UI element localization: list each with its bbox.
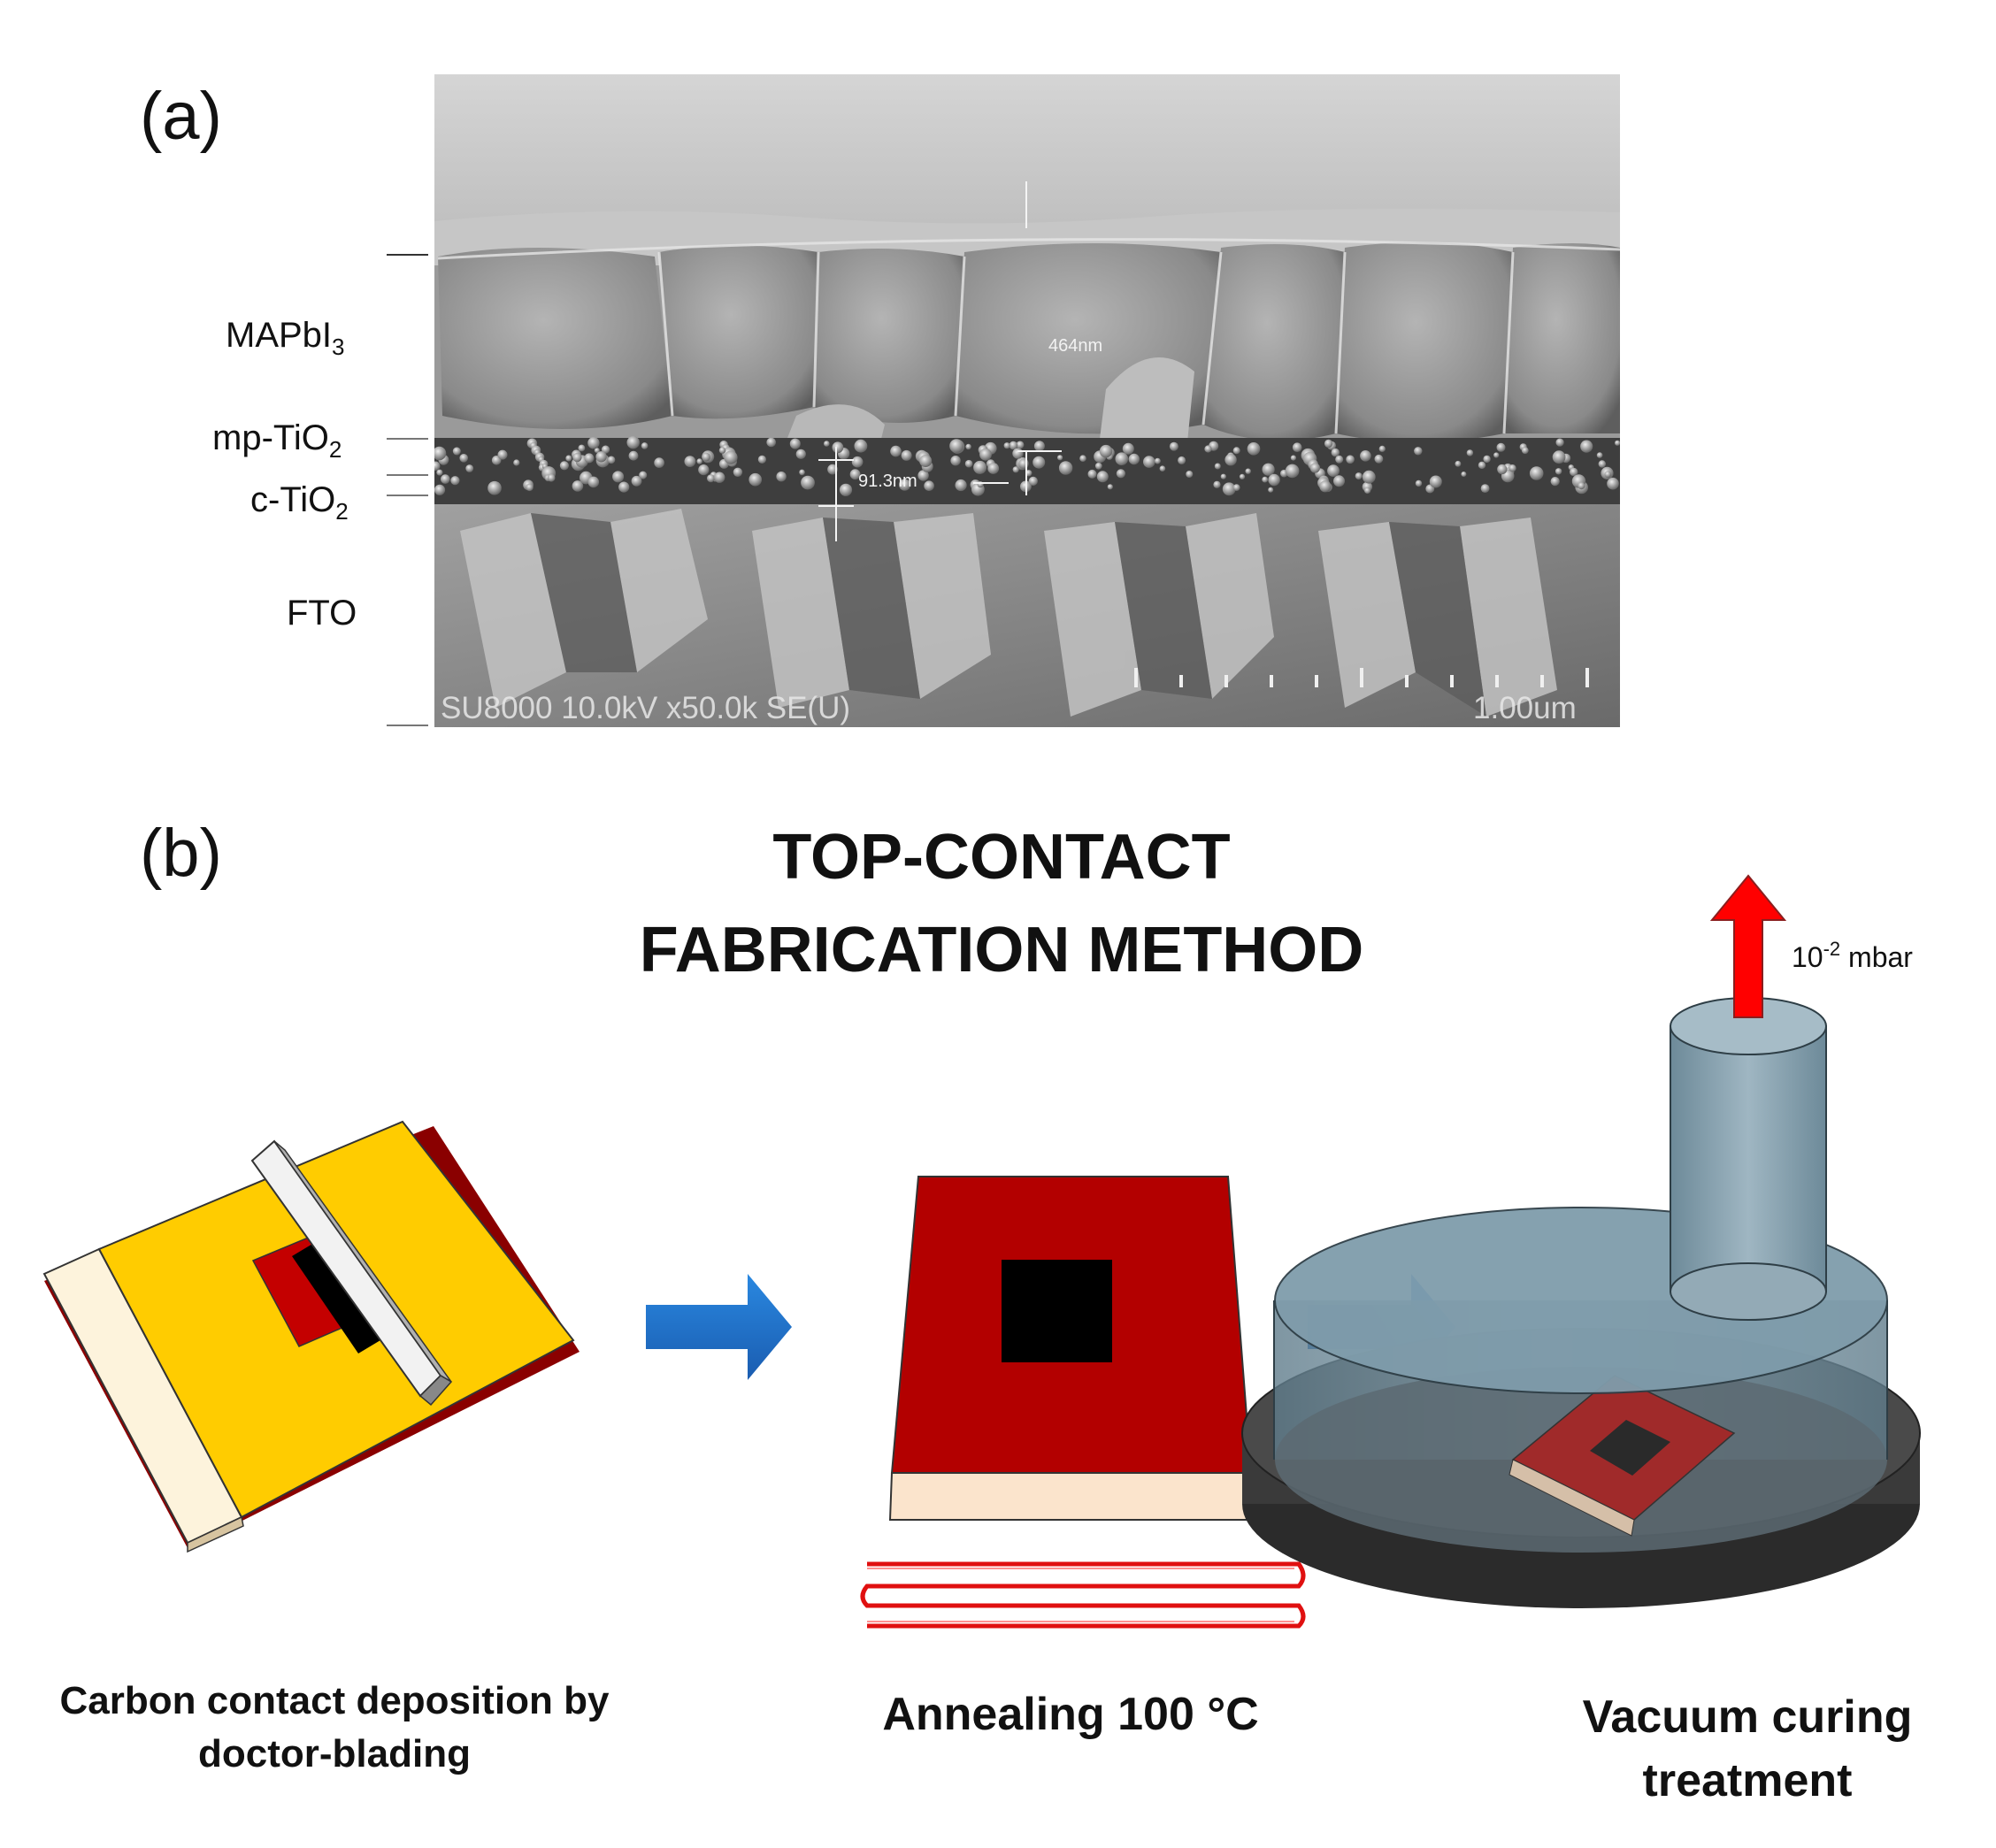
layer-label-fto: FTO [287,594,357,633]
sem-scale-text: 1.00um [1473,691,1577,725]
sem-measure-thin: 91.3nm [858,472,917,491]
sem-measure-thick: 464nm [1048,336,1102,356]
heater-coil [860,1561,1306,1629]
layer-label-mp-tio2: mp-TiO2 [212,418,342,463]
sem-micrograph: 464nm 91.3nm SU8000 10.0kV x50.0k SE(U) … [434,74,1620,727]
caption-step3-line1: Vacuum curing [1583,1691,1913,1743]
caption-step3-line2: treatment [1643,1755,1853,1806]
process-arrow-1 [646,1274,792,1380]
annealing-illustration [888,1176,1256,1521]
sem-scale-bar [1134,668,1589,687]
title-line-2: FABRICATION METHOD [640,915,1364,985]
caption-step2: Annealing 100 °C [882,1689,1258,1740]
layer-label-mapbi3: MAPbI3 [226,316,345,360]
pressure-label: 10-2 mbar [1792,938,1913,973]
panel-b-label: (b) [140,816,222,891]
caption-step1-line2: doctor-blading [198,1732,471,1775]
sem-info-text: SU8000 10.0kV x50.0k SE(U) [441,691,850,725]
vacuum-pump-arrow [1709,874,1787,1018]
layer-label-c-tio2: c-TiO2 [250,480,349,525]
vacuum-chamber-illustration [1241,997,1921,1608]
mp-tio2-particles [434,436,1620,496]
panel-a-label: (a) [140,79,222,154]
layer-marker-lines [387,254,428,726]
caption-step1-line1: Carbon contact deposition by [60,1679,610,1722]
doctor-blading-illustration [42,1120,580,1553]
title-line-1: TOP-CONTACT [772,822,1230,893]
